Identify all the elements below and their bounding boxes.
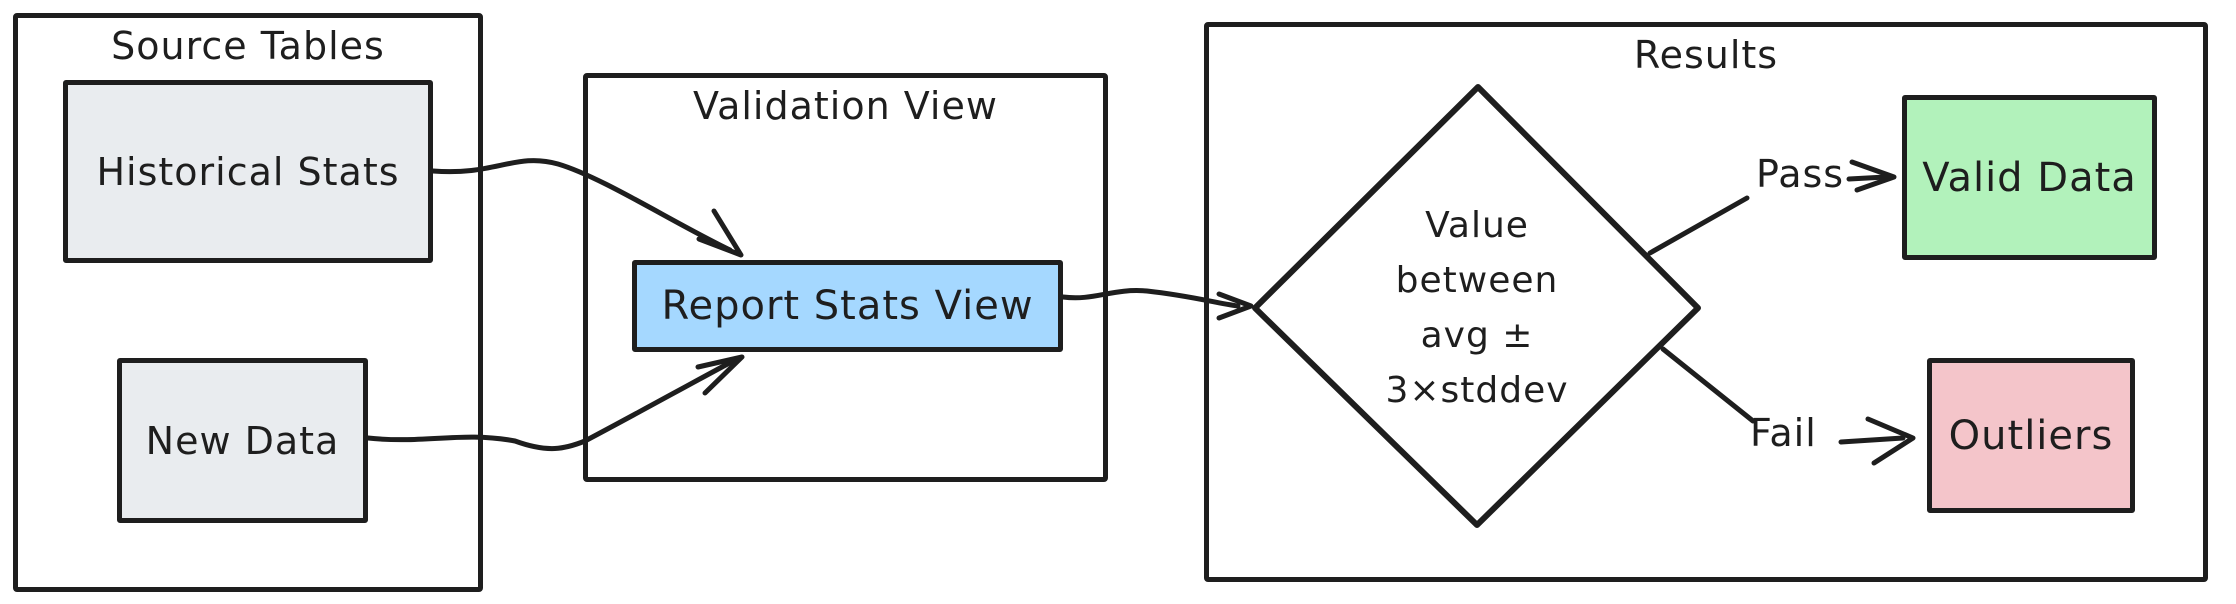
edge-newdata-to-report [365,357,738,452]
decision-diamond-shape [1252,84,1701,528]
node-historical-stats: Historical Stats [63,80,433,263]
arrowhead-report-to-decision [1216,291,1254,321]
group-title-validation-view: Validation View [693,84,998,128]
group-source-tables: Source Tables [13,13,483,592]
pass-arrow-shaft [1846,174,1889,182]
fail-arrowhead [1865,416,1916,466]
fail-arrow-shaft [1838,435,1906,445]
fail-edge-label: Fail [1750,411,1817,455]
node-new-data: New Data [117,358,368,523]
arrowhead-historical-to-report [696,208,744,258]
decision-diamond-label: Value between avg ± 3×stddev [1385,205,1569,411]
node-outliers: Outliers [1927,358,2135,513]
pass-arrowhead [1849,159,1897,193]
edge-fail-branch [1660,346,1756,424]
edge-pass-branch [1647,195,1750,256]
edge-report-to-decision [1060,288,1241,309]
node-label-new-data: New Data [145,418,340,463]
node-label-report-stats-view: Report Stats View [661,283,1034,329]
arrowhead-newdata-to-report [695,354,745,396]
edge-historical-to-report [430,158,733,253]
node-label-historical-stats: Historical Stats [96,149,400,194]
pass-edge-label: Pass [1756,152,1845,196]
group-title-results: Results [1633,33,1779,77]
node-label-valid-data: Valid Data [1922,154,2137,201]
node-label-outliers: Outliers [1948,412,2114,459]
group-validation-view: Validation View [583,73,1108,482]
group-title-source-tables: Source Tables [111,24,385,68]
node-report-stats-view: Report Stats View [632,260,1063,352]
node-valid-data: Valid Data [1902,95,2157,260]
